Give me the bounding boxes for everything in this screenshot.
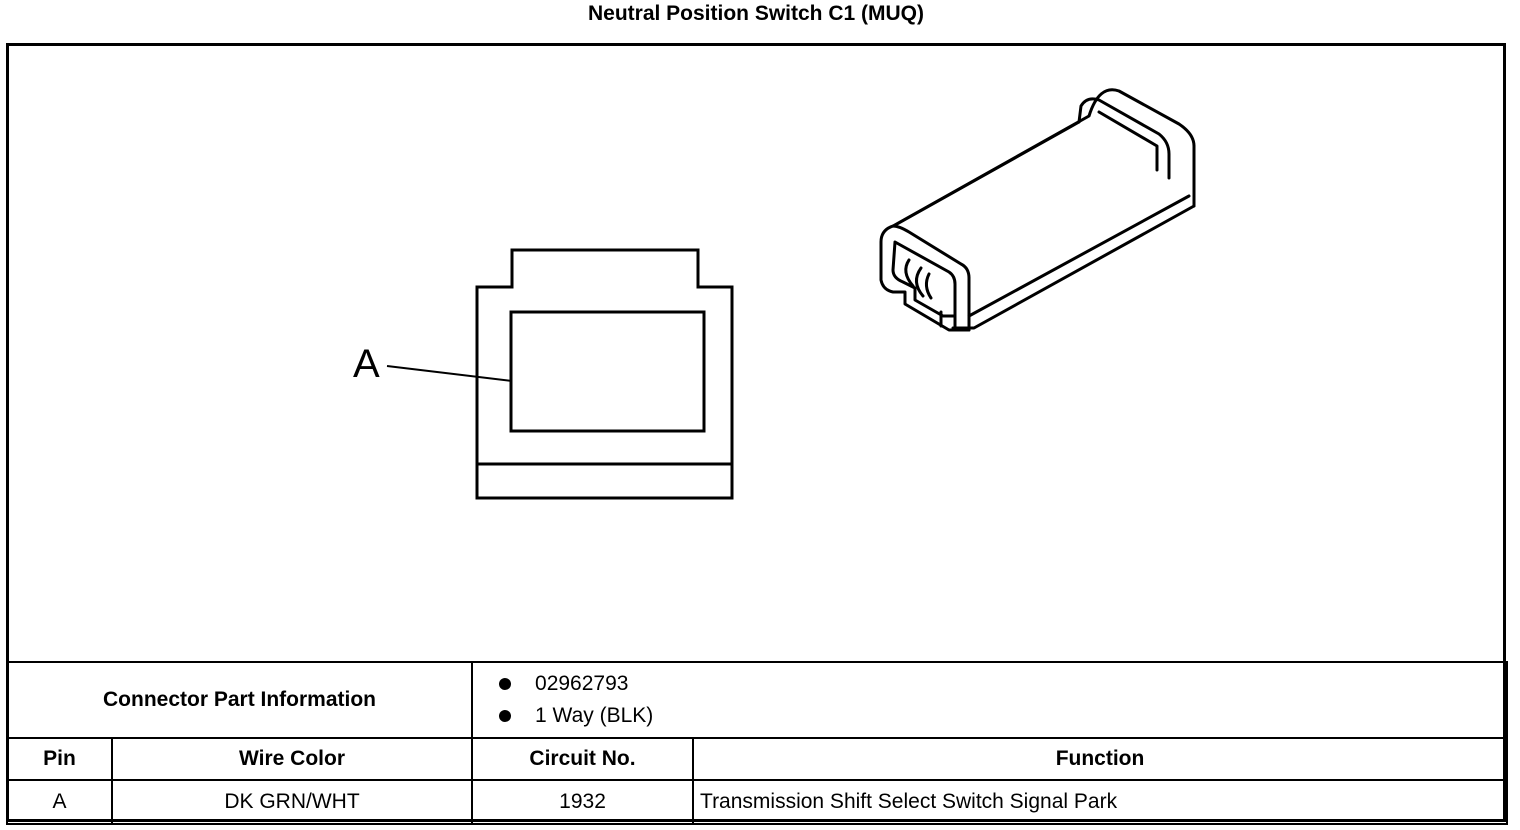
wire-color-cell: DK GRN/WHT — [110, 779, 474, 825]
circuit-no-cell: 1932 — [471, 779, 695, 825]
terminal-leader-line — [386, 365, 513, 382]
pin-table-header-row: Pin Wire Color Circuit No. Function — [6, 737, 1509, 781]
table-row: A DK GRN/WHT 1932 Transmission Shift Sel… — [6, 779, 1509, 825]
connector-description: 1 Way (BLK) — [499, 700, 1500, 732]
connector-diagram-frame: A — [5, 43, 1509, 825]
part-number: 02962793 — [499, 668, 1500, 700]
one-way-connector-icon — [879, 88, 1196, 332]
connector-part-list: 02962793 1 Way (BLK) — [479, 668, 1500, 732]
header-circuit-no: Circuit No. — [471, 737, 695, 781]
connector-part-details: 02962793 1 Way (BLK) — [471, 661, 1509, 739]
connector-info-table: Connector Part Information 02962793 1 Wa… — [5, 661, 1509, 825]
pin-cell: A — [6, 779, 113, 825]
header-pin: Pin — [6, 737, 113, 781]
page-title: Neutral Position Switch C1 (MUQ) — [587, 2, 925, 25]
header-function: Function — [692, 737, 1509, 781]
connector-part-label: Connector Part Information — [5, 661, 474, 739]
connector-drawing: A — [353, 88, 1196, 500]
function-cell: Transmission Shift Select Switch Signal … — [692, 779, 1509, 825]
connector-part-row: Connector Part Information 02962793 1 Wa… — [5, 661, 1509, 739]
header-wire-color: Wire Color — [110, 737, 474, 781]
connector-face-view — [386, 248, 734, 500]
terminal-cavity-a — [509, 310, 706, 433]
connector-face-outline — [475, 248, 734, 500]
terminal-label-a: A — [353, 342, 380, 386]
